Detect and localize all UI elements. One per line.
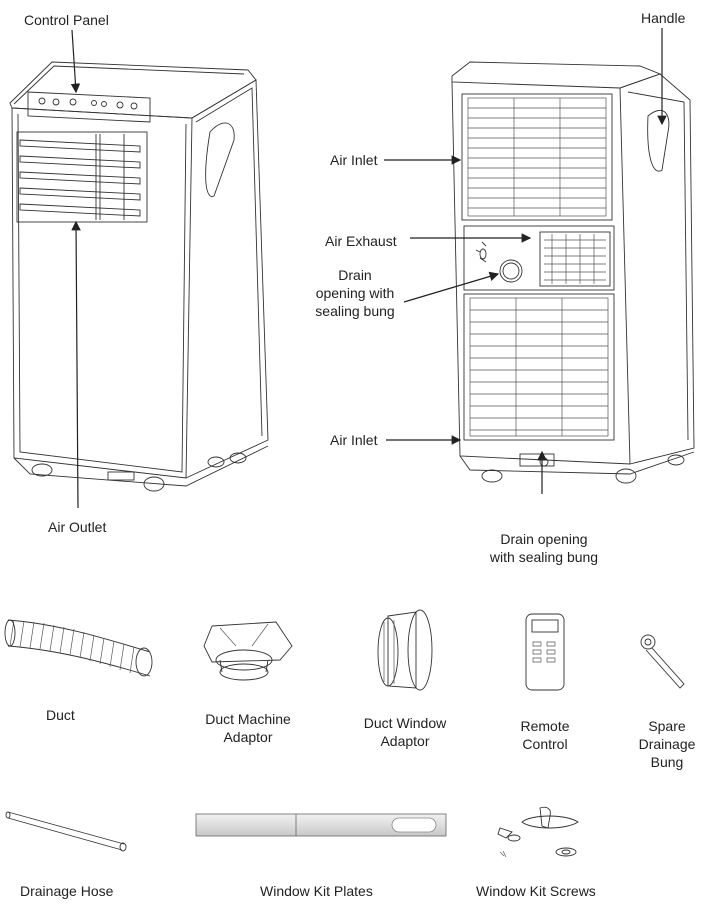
remote-control-label: Remote Control [500, 717, 590, 753]
air-inlet-bottom-label: Air Inlet [330, 431, 377, 449]
air-inlet-top-label: Air Inlet [330, 151, 377, 169]
window-kit-plates-icon [196, 814, 446, 836]
drain-bottom-label: Drain opening with sealing bung [470, 530, 618, 566]
drainage-hose-icon [6, 812, 126, 851]
back-unit-illustration [452, 62, 694, 483]
front-louvres [17, 132, 147, 222]
duct-window-adaptor-label: Duct Window Adaptor [350, 714, 460, 750]
drain-side-label: Drain opening with sealing bung [296, 266, 414, 320]
upper-inlet-grille [462, 94, 612, 220]
control-buttons [39, 98, 137, 109]
duct-machine-adaptor-icon [204, 622, 292, 680]
window-kit-plates-label: Window Kit Plates [260, 882, 373, 900]
handle-label: Handle [641, 9, 685, 27]
drainage-hose-label: Drainage Hose [20, 882, 113, 900]
duct-icon [5, 620, 152, 676]
drainage-bung-icon [641, 635, 684, 688]
window-kit-screws-label: Window Kit Screws [476, 882, 596, 900]
exhaust-vent [540, 232, 610, 286]
duct-machine-adaptor-label: Duct Machine Adaptor [190, 710, 306, 746]
window-kit-screws-icon [498, 807, 578, 857]
lower-inlet-grille [464, 294, 614, 440]
control-panel-label: Control Panel [24, 11, 109, 29]
remote-control-icon [526, 614, 564, 690]
duct-label: Duct [46, 706, 75, 724]
air-outlet-label: Air Outlet [48, 518, 106, 536]
drain-opening-side [476, 242, 522, 282]
spare-drainage-bung-label: Spare Drainage Bung [624, 717, 710, 771]
back-casters [482, 455, 684, 483]
air-exhaust-label: Air Exhaust [325, 232, 397, 250]
front-unit-illustration [10, 62, 268, 491]
duct-window-adaptor-icon [378, 610, 432, 690]
